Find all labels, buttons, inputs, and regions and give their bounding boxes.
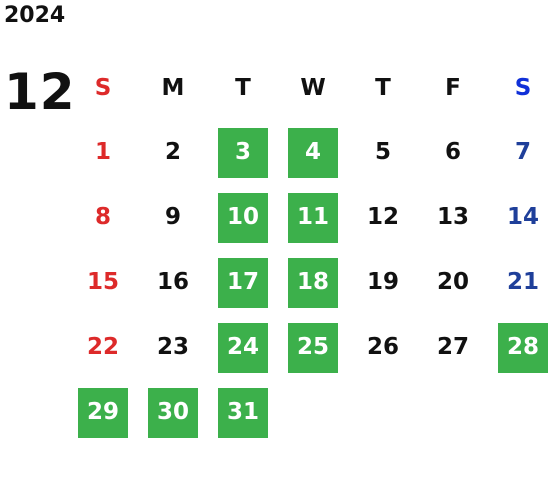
day-cell[interactable]: 15: [68, 250, 138, 315]
day-number: 9: [164, 204, 181, 230]
day-cell[interactable]: 26: [348, 315, 418, 380]
day-cell[interactable]: 7: [488, 120, 548, 185]
day-cell-highlighted[interactable]: 18: [278, 250, 348, 315]
day-number: 29: [78, 387, 128, 438]
day-number: 5: [374, 139, 391, 165]
day-cell[interactable]: 9: [138, 185, 208, 250]
day-number: 1: [94, 139, 111, 165]
weekday-friday: F: [445, 74, 461, 101]
weekday-sunday: S: [94, 74, 112, 101]
weekday-monday: M: [161, 74, 185, 101]
day-number: 21: [506, 269, 539, 295]
day-cell[interactable]: 14: [488, 185, 548, 250]
day-number: 8: [94, 204, 111, 230]
day-number: 10: [218, 192, 268, 243]
day-cell[interactable]: 16: [138, 250, 208, 315]
day-cell[interactable]: 20: [418, 250, 488, 315]
day-cell-highlighted[interactable]: 11: [278, 185, 348, 250]
day-number: 30: [148, 387, 198, 438]
day-number: 22: [86, 334, 119, 360]
day-cell-highlighted[interactable]: 30: [138, 380, 208, 445]
day-cell-highlighted[interactable]: 24: [208, 315, 278, 380]
day-number: 19: [366, 269, 399, 295]
weekday-saturday: S: [514, 74, 532, 101]
day-cell-highlighted[interactable]: 28: [488, 315, 548, 380]
day-number: 31: [218, 387, 268, 438]
day-cell[interactable]: 27: [418, 315, 488, 380]
day-number: 3: [218, 127, 268, 178]
day-number: 2: [164, 139, 181, 165]
day-number: 6: [444, 139, 461, 165]
day-number: 12: [366, 204, 399, 230]
weekday-thursday: T: [375, 74, 391, 101]
day-number: 18: [288, 257, 338, 308]
day-cell[interactable]: 2: [138, 120, 208, 185]
day-number: 11: [288, 192, 338, 243]
day-cell[interactable]: 1: [68, 120, 138, 185]
day-number: 20: [436, 269, 469, 295]
weekday-tuesday: T: [235, 74, 251, 101]
day-cell-highlighted[interactable]: 25: [278, 315, 348, 380]
day-cell-highlighted[interactable]: 31: [208, 380, 278, 445]
month-number: 12: [4, 63, 76, 121]
day-number: 17: [218, 257, 268, 308]
day-cell[interactable]: 23: [138, 315, 208, 380]
year-label: 2024: [4, 3, 66, 28]
day-number: 26: [366, 334, 399, 360]
day-cell-highlighted[interactable]: 4: [278, 120, 348, 185]
day-number: 24: [218, 322, 268, 373]
weekday-wednesday: W: [300, 74, 326, 101]
day-cell-highlighted[interactable]: 29: [68, 380, 138, 445]
day-number: 27: [436, 334, 469, 360]
day-number: 7: [514, 139, 531, 165]
day-cell[interactable]: 12: [348, 185, 418, 250]
day-cell[interactable]: 5: [348, 120, 418, 185]
calendar-grid: S M T W T F S 1 2 3 4 5 6 7 8 9 10 11 12…: [68, 55, 548, 445]
day-number: 14: [506, 204, 539, 230]
day-number: 25: [288, 322, 338, 373]
day-cell[interactable]: 6: [418, 120, 488, 185]
day-number: 13: [436, 204, 469, 230]
day-cell[interactable]: 22: [68, 315, 138, 380]
day-number: 4: [288, 127, 338, 178]
day-cell[interactable]: 19: [348, 250, 418, 315]
day-cell-highlighted[interactable]: 17: [208, 250, 278, 315]
day-cell-highlighted[interactable]: 3: [208, 120, 278, 185]
day-number: 15: [86, 269, 119, 295]
day-cell[interactable]: 21: [488, 250, 548, 315]
day-number: 28: [498, 322, 548, 373]
day-number: 16: [156, 269, 189, 295]
day-cell-highlighted[interactable]: 10: [208, 185, 278, 250]
day-number: 23: [156, 334, 189, 360]
day-cell[interactable]: 13: [418, 185, 488, 250]
day-cell[interactable]: 8: [68, 185, 138, 250]
